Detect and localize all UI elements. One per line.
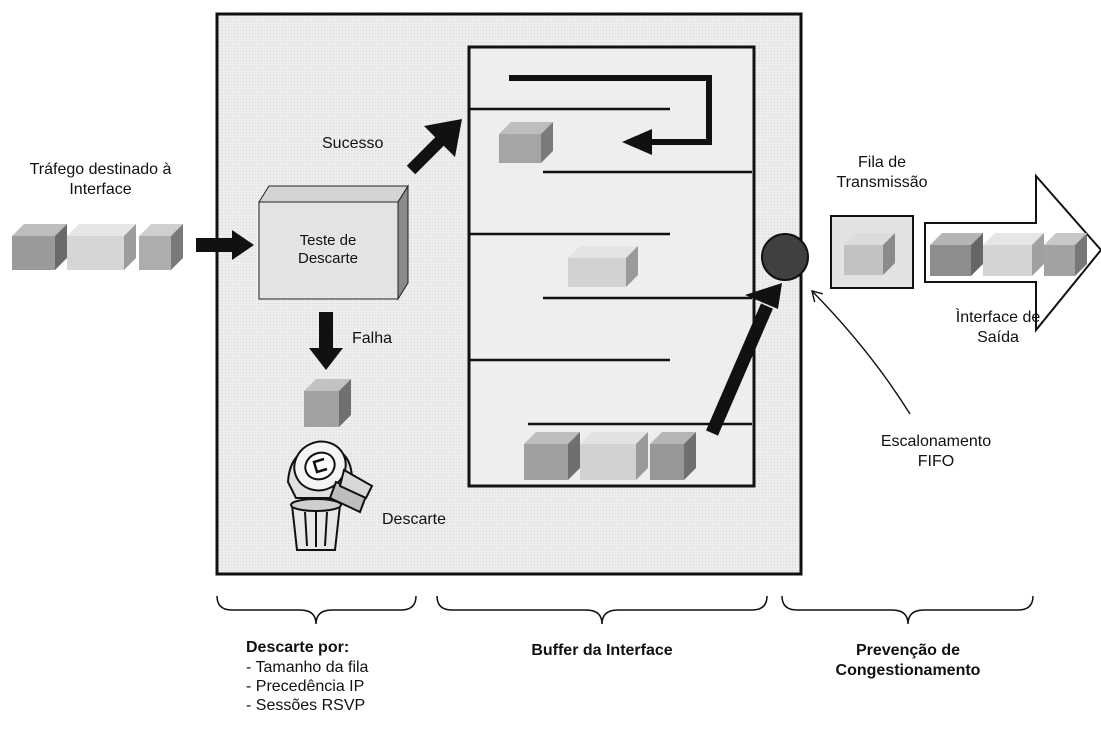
incoming-packet <box>139 224 183 270</box>
packet <box>650 432 696 480</box>
trash-can-icon <box>286 440 374 551</box>
congestion-avoidance-label: Prevenção de Congestionamento <box>835 642 981 679</box>
incoming-traffic-label: Tráfego destinado à Interface <box>29 161 172 198</box>
interface-buffer-label: Buffer da Interface <box>531 642 673 659</box>
success-arrow-head <box>424 119 462 157</box>
recirculate-arrow <box>509 75 712 145</box>
incoming-packet <box>67 224 136 270</box>
transmit-queue-label: Fila de Transmissão <box>836 154 928 191</box>
incoming-packet <box>12 224 67 270</box>
success-arrow <box>406 136 445 175</box>
dequeue-arrow-head <box>745 283 782 309</box>
dequeue-arrow <box>706 303 773 436</box>
list-item: - Sessões RSVP <box>246 697 366 714</box>
fifo-scheduler-dot <box>761 233 809 281</box>
incoming-arrow-head <box>232 230 254 260</box>
success-label: Sucesso <box>322 135 384 152</box>
packet <box>844 233 895 275</box>
brace-interface-buffer <box>436 595 768 625</box>
output-interface-label: Ìnterface de Saída <box>955 309 1041 346</box>
recirculate-arrow-head <box>622 129 652 155</box>
discard-label: Descarte <box>382 511 447 528</box>
brace-drop-policy <box>216 595 417 625</box>
buffer-queue-lines <box>470 107 752 426</box>
failure-arrow <box>319 312 333 348</box>
dropped-packet <box>304 379 351 427</box>
drop-test-label: Teste de Descarte <box>297 232 359 267</box>
drop-test-box <box>258 184 409 301</box>
failure-arrow-head <box>309 348 343 370</box>
output-packet <box>930 233 983 276</box>
brace-congestion-avoidance <box>781 595 1034 625</box>
list-item: - Precedência IP <box>246 678 365 695</box>
drop-policy-title: Descarte por: <box>246 639 350 656</box>
packet <box>499 122 553 163</box>
failure-label: Falha <box>352 330 393 347</box>
packet <box>580 432 648 480</box>
output-packet <box>1044 233 1087 276</box>
fifo-scheduling-label: Escalonamento FIFO <box>880 433 992 470</box>
packet <box>568 246 638 287</box>
drop-policy-list: - Tamanho da fila - Precedência IP - Ses… <box>246 658 368 715</box>
packet <box>524 432 580 480</box>
output-packet <box>983 233 1044 276</box>
incoming-arrow <box>196 238 232 252</box>
fifo-pointer-arrow <box>812 291 911 415</box>
list-item: - Tamanho da fila <box>246 659 369 676</box>
